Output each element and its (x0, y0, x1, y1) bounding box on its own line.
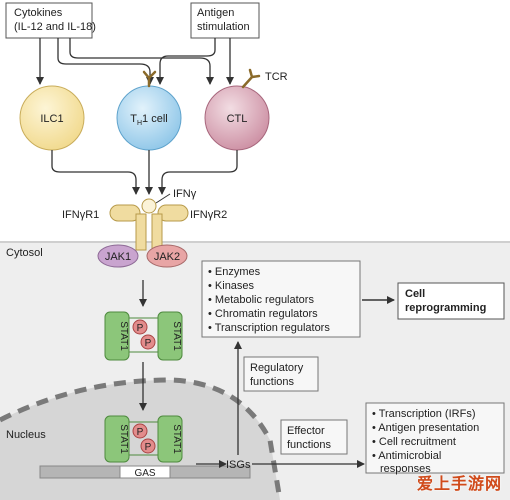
antigen-line1: Antigen (197, 7, 234, 19)
th1-label: TH1 cell (130, 113, 167, 127)
effector-box: • Transcription (IRFs) • Antigen present… (365, 402, 505, 475)
th1-cell: TH1 cell (116, 85, 182, 151)
effector-line1: Effector (287, 425, 325, 437)
dna-strand: GAS (39, 465, 251, 479)
effector-item-2: • Cell recruitment (372, 436, 456, 448)
cytokines-box: Cytokines (IL-12 and IL-18) (5, 2, 96, 39)
ilc1-label: ILC1 (40, 113, 63, 125)
stat1-dimer-nucleus: STAT1 STAT1 P P (104, 415, 183, 463)
outcome-line1: Cell (405, 288, 425, 300)
cytokines-line1: Cytokines (14, 7, 63, 19)
phospho-3: P (137, 427, 144, 438)
antigen-box: Antigen stimulation (190, 2, 260, 39)
phospho-1: P (137, 323, 144, 334)
regulator-item-4: • Transcription regulators (208, 322, 330, 334)
regulator-item-0: • Enzymes (208, 266, 261, 278)
input-arrows (36, 38, 234, 85)
outcome-line2: reprogramming (405, 302, 486, 314)
regulator-item-3: • Chromatin regulators (208, 308, 318, 320)
phospho-2: P (145, 338, 152, 349)
cell-reprogramming-box: Cell reprogramming (397, 282, 505, 320)
stat1-dimer-cytosol: STAT1 STAT1 P P (104, 311, 183, 361)
regulatory-line1: Regulatory (250, 362, 304, 374)
jak1-label: JAK1 (105, 251, 131, 263)
jak2: JAK2 (146, 244, 188, 268)
stat1-label-a: STAT1 (118, 321, 129, 351)
cytokines-line2: (IL-12 and IL-18) (14, 21, 96, 33)
th1-label-rest: 1 cell (142, 113, 168, 125)
jak2-label: JAK2 (154, 251, 180, 263)
ifng-label: IFNγ (173, 188, 197, 200)
ctl-label: CTL (227, 113, 248, 125)
regulator-item-2: • Metabolic regulators (208, 294, 314, 306)
effector-item-1: • Antigen presentation (372, 422, 479, 434)
ifngr2-label: IFNγR2 (190, 209, 227, 221)
effector-item-0: • Transcription (IRFs) (372, 408, 475, 420)
gas-label: GAS (134, 468, 155, 479)
nucleus-label: Nucleus (6, 429, 46, 441)
ifngr1-label: IFNγR1 (62, 209, 99, 221)
cytosol-label: Cytosol (6, 247, 43, 259)
effector-line2: functions (287, 439, 332, 451)
stat1-label-c: STAT1 (118, 424, 129, 454)
effector-functions-box: Effector functions (280, 419, 348, 455)
effector-item-3: • Antimicrobial (372, 450, 441, 462)
th1-label-main: T (130, 113, 137, 125)
regulatory-line2: functions (250, 376, 295, 388)
ifng-convergence-arrows (51, 150, 238, 195)
tcr-label: TCR (265, 71, 288, 83)
ifng-pointer (155, 193, 171, 204)
phospho-4: P (145, 442, 152, 453)
regulatory-functions-box: Regulatory functions (243, 356, 319, 392)
stat1-label-b: STAT1 (171, 321, 182, 351)
antigen-line2: stimulation (197, 21, 250, 33)
tcr-ctl (241, 68, 261, 89)
th1-label-subscript: H (137, 120, 142, 127)
regulator-item-1: • Kinases (208, 280, 255, 292)
jak1: JAK1 (97, 244, 139, 268)
ifng-receptor (109, 198, 189, 251)
tcr-th1 (142, 70, 157, 88)
effector-item-4: responses (380, 463, 431, 475)
isgs-label: ISGs (226, 459, 251, 471)
site-watermark: 爱上手游网 (416, 474, 502, 493)
regulators-box: • Enzymes • Kinases • Metabolic regulato… (201, 260, 361, 338)
stat1-label-d: STAT1 (171, 424, 182, 454)
nuclear-envelope (0, 377, 283, 500)
ilc1-cell: ILC1 (19, 85, 85, 151)
ctl-cell: CTL (204, 85, 270, 151)
